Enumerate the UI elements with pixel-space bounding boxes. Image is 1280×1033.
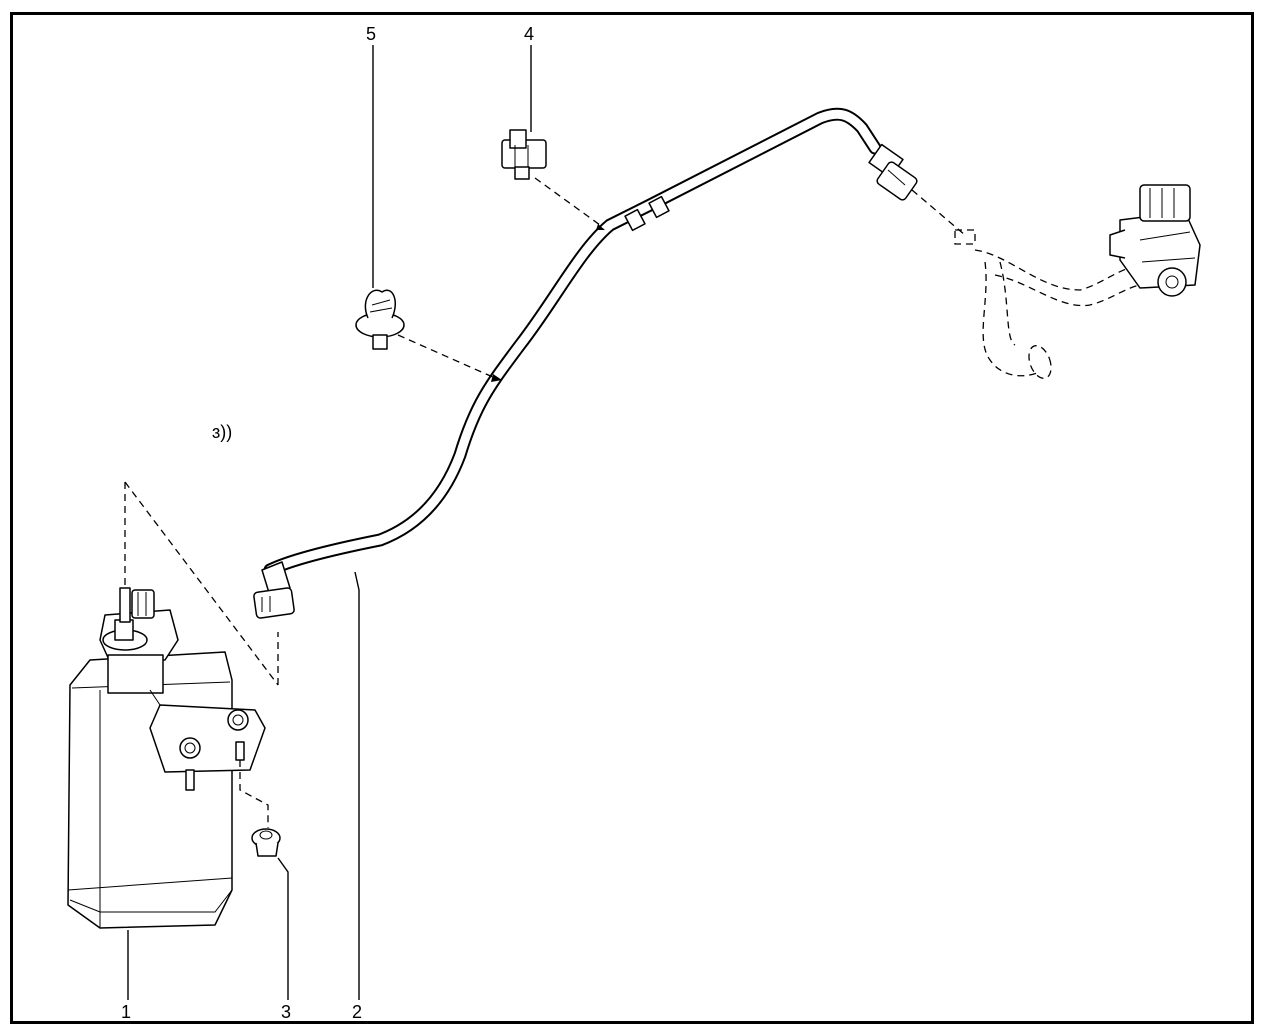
callout-2: 2 xyxy=(352,1002,362,1022)
callout-1: 1 xyxy=(121,1002,131,1022)
assembly-lines xyxy=(124,177,966,828)
purge-solenoid-valve xyxy=(954,184,1201,379)
evap-purge-hose xyxy=(253,107,918,619)
callout-3: 3 xyxy=(281,1002,291,1022)
hose-retaining-clip-upper xyxy=(501,129,547,180)
stray-mark: ɜ)) xyxy=(212,422,232,442)
callout-4: 4 xyxy=(524,24,534,44)
leader-lines xyxy=(127,45,532,1000)
canister-grommet xyxy=(251,828,281,857)
diagram-frame xyxy=(10,12,1254,1024)
hose-retaining-clip-lower xyxy=(355,289,405,350)
callout-5: 5 xyxy=(366,24,376,44)
evap-canister xyxy=(67,587,266,929)
